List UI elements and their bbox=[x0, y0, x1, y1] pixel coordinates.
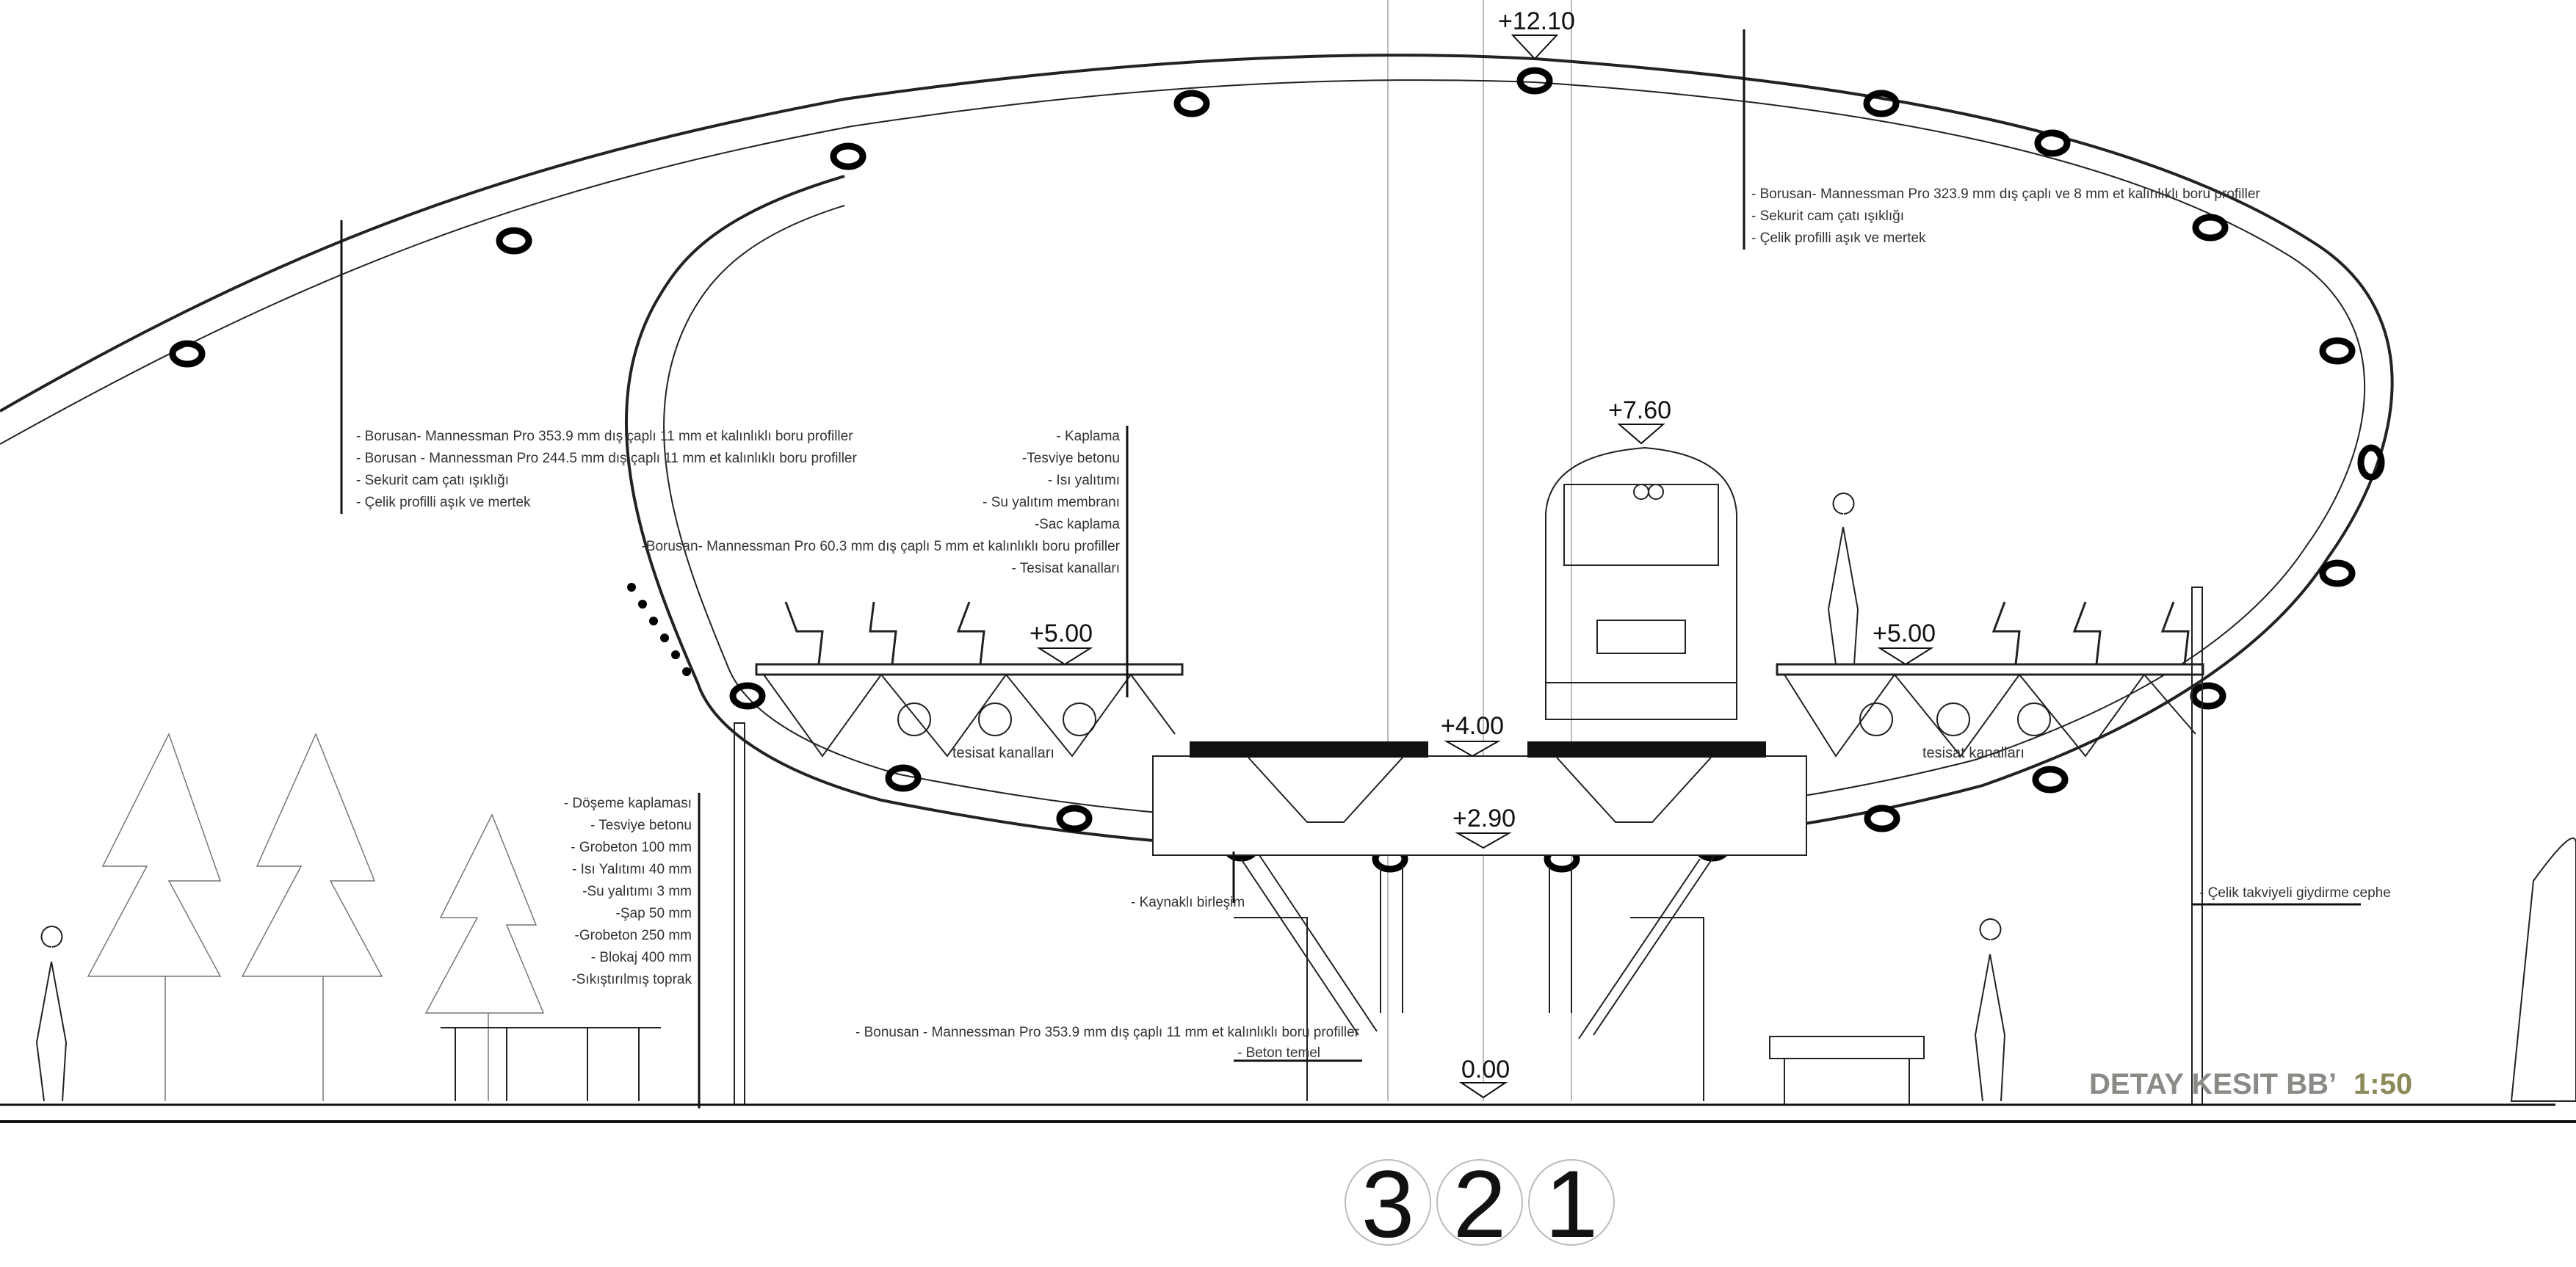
svg-text:- Döşeme kaplaması: - Döşeme kaplaması bbox=[564, 796, 692, 811]
note-column-pipe: - Bonusan - Mannessman Pro 353.9 mm dış … bbox=[855, 1025, 1360, 1040]
trees bbox=[87, 733, 545, 1101]
svg-text:- Çelik profilli aşık ve merte: - Çelik profilli aşık ve mertek bbox=[356, 495, 531, 510]
level-platform-left: +5.00 bbox=[1030, 620, 1093, 666]
grid-axes: 3 2 1 bbox=[1345, 1150, 1615, 1257]
note-duct-right: tesisat kanalları bbox=[1922, 745, 2025, 761]
svg-text:- Borusan - Mannessman Pro 244: - Borusan - Mannessman Pro 244.5 mm dış … bbox=[356, 451, 857, 466]
train bbox=[1545, 446, 1737, 720]
note-weld: - Kaynaklı birleşim bbox=[1131, 895, 1245, 910]
svg-text:- Kaplama: - Kaplama bbox=[1056, 429, 1120, 444]
svg-text:- Isı Yalıtımı 40 mm: - Isı Yalıtımı 40 mm bbox=[572, 862, 692, 877]
svg-text:-Su yalıtımı 3 mm: -Su yalıtımı 3 mm bbox=[582, 884, 692, 899]
note-platform-layers: - Kaplama -Tesviye betonu - Isı yalıtımı… bbox=[641, 429, 1120, 576]
note-duct-left: tesisat kanalları bbox=[952, 745, 1054, 761]
svg-text:-Borusan- Mannessman Pro 60.3: -Borusan- Mannessman Pro 60.3 mm dış çap… bbox=[641, 539, 1120, 554]
note-foundation: - Beton temel bbox=[1237, 1045, 1320, 1061]
svg-text:-Tesviye betonu: -Tesviye betonu bbox=[1022, 451, 1120, 466]
svg-text:-Sıkıştırılmış toprak: -Sıkıştırılmış toprak bbox=[571, 972, 692, 987]
right-platform bbox=[1776, 663, 2204, 758]
svg-text:+5.00: +5.00 bbox=[1873, 620, 1936, 647]
svg-text:- Sekurit cam çatı ışıklığı: - Sekurit cam çatı ışıklığı bbox=[1751, 208, 1904, 224]
note-floor-layers: - Döşeme kaplaması - Tesviye betonu - Gr… bbox=[564, 796, 692, 987]
svg-text:0.00: 0.00 bbox=[1461, 1056, 1510, 1083]
level-platform-right: +5.00 bbox=[1873, 620, 1936, 666]
grid-axis-2: 2 bbox=[1453, 1150, 1506, 1257]
svg-text:+2.90: +2.90 bbox=[1452, 805, 1516, 832]
small-dots bbox=[627, 583, 691, 676]
roof-shell bbox=[0, 54, 2394, 854]
drawing-title: DETAY KESIT BB’ 1:50 bbox=[2089, 1068, 2412, 1100]
note-roof-left: - Borusan- Mannessman Pro 353.9 mm dış ç… bbox=[356, 429, 857, 510]
grid-guide-lines bbox=[1387, 0, 1572, 1101]
svg-text:- Blokaj 400 mm: - Blokaj 400 mm bbox=[591, 950, 692, 965]
svg-text:- Çelik profilli aşık ve merte: - Çelik profilli aşık ve mertek bbox=[1751, 230, 1926, 246]
svg-text:- Tesisat kanalları: - Tesisat kanalları bbox=[1012, 561, 1121, 576]
left-platform bbox=[755, 663, 1184, 758]
svg-text:-Grobeton 250 mm: -Grobeton 250 mm bbox=[575, 928, 692, 943]
svg-text:- Borusan- Mannessman Pro 323.: - Borusan- Mannessman Pro 323.9 mm dış ç… bbox=[1751, 186, 2260, 202]
svg-text:+12.10: +12.10 bbox=[1498, 7, 1575, 35]
scale-text: 1:50 bbox=[2354, 1068, 2412, 1100]
people bbox=[35, 493, 2576, 1105]
note-facade: - Çelik takviyeli giydirme cephe bbox=[2199, 885, 2391, 901]
svg-text:-Şap 50 mm: -Şap 50 mm bbox=[616, 906, 692, 921]
grid-axis-3: 3 bbox=[1361, 1150, 1414, 1257]
svg-text:+4.00: +4.00 bbox=[1441, 712, 1504, 740]
grid-axis-1: 1 bbox=[1545, 1150, 1598, 1257]
svg-text:-Sac kaplama: -Sac kaplama bbox=[1035, 517, 1121, 532]
svg-text:+7.60: +7.60 bbox=[1608, 396, 1671, 424]
level-roof: +12.10 bbox=[1498, 7, 1575, 60]
level-ground: 0.00 bbox=[1458, 1056, 1510, 1099]
svg-text:+5.00: +5.00 bbox=[1030, 620, 1093, 647]
seats bbox=[784, 601, 2190, 665]
svg-text:- Sekurit cam çatı ışıklığı: - Sekurit cam çatı ışıklığı bbox=[356, 473, 509, 488]
leader-lines bbox=[340, 29, 2361, 1108]
ground bbox=[0, 1103, 2576, 1123]
svg-text:- Tesviye betonu: - Tesviye betonu bbox=[590, 818, 692, 833]
level-slab: +2.90 bbox=[1452, 805, 1516, 849]
svg-text:- Su yalıtım membranı: - Su yalıtım membranı bbox=[983, 495, 1120, 510]
svg-text:- Borusan- Mannessman Pro 353.: - Borusan- Mannessman Pro 353.9 mm dış ç… bbox=[356, 429, 853, 444]
level-markers: +12.10 +7.60 +5.00 +5.00 +4.00 +2.90 0.0… bbox=[1030, 7, 1936, 1099]
note-roof-right: - Borusan- Mannessman Pro 323.9 mm dış ç… bbox=[1751, 186, 2260, 246]
title-text: DETAY KESIT BB’ bbox=[2089, 1068, 2337, 1100]
level-track: +4.00 bbox=[1441, 712, 1504, 758]
svg-text:- Grobeton 100 mm: - Grobeton 100 mm bbox=[571, 840, 692, 855]
columns bbox=[734, 587, 2203, 1106]
svg-text:- Isı yalıtımı: - Isı yalıtımı bbox=[1048, 473, 1120, 488]
level-train-top: +7.60 bbox=[1608, 396, 1671, 445]
